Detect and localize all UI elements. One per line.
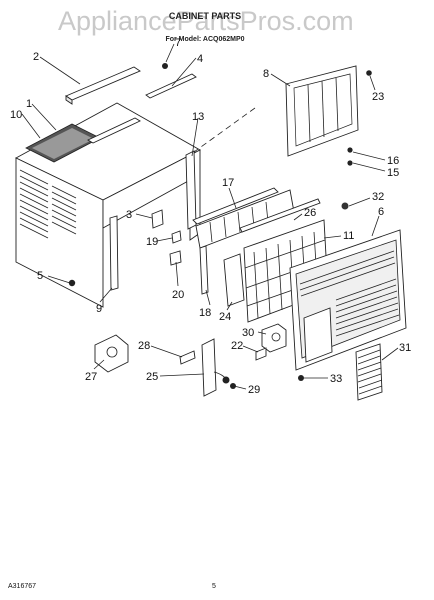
part-mounting-plate: [201, 338, 217, 397]
part-top-strip: [145, 73, 197, 99]
callout-29: 29: [248, 384, 260, 396]
callout-1: 1: [26, 98, 32, 110]
callout-28: 28: [138, 340, 150, 352]
part-bracket-15-16: [347, 147, 353, 166]
part-vertical-strip-18: [199, 245, 209, 295]
callout-5: 5: [37, 270, 43, 282]
part-screw-5: [68, 279, 76, 287]
part-cabinet-wrapper: [15, 102, 201, 308]
leader-lines: [21, 43, 399, 390]
part-front-grille: [289, 229, 407, 371]
callout-3: 3: [126, 209, 132, 221]
watermark: AppliancePartsPros.com: [58, 6, 354, 36]
callout-31: 31: [399, 342, 411, 354]
callout-19: 19: [146, 236, 158, 248]
callout-20: 20: [172, 289, 184, 301]
part-right-rail: [185, 150, 197, 230]
callout-16: 16: [387, 155, 399, 167]
part-clip-22: [255, 347, 267, 361]
callout-17: 17: [222, 177, 234, 189]
callout-23: 23: [372, 91, 384, 103]
callout-6: 6: [378, 206, 384, 218]
callout-10: 10: [10, 109, 22, 121]
callout-25: 25: [146, 371, 158, 383]
callout-33: 33: [330, 373, 342, 385]
part-screw-7: [162, 63, 168, 69]
callout-7: 7: [175, 37, 181, 49]
part-rear-frame: [285, 65, 359, 157]
footer-page-number: 5: [212, 583, 216, 590]
callout-labels: 2 7 4 1 10 13 8 23 16 15 17 32 6 26 11 3…: [10, 37, 411, 396]
callout-22: 22: [231, 340, 243, 352]
part-top-rail: [65, 66, 141, 105]
callout-11: 11: [343, 230, 354, 242]
part-tab-19: [171, 230, 182, 244]
part-clip-3: [151, 209, 164, 229]
callout-4: 4: [197, 53, 203, 65]
callout-32: 32: [372, 191, 384, 203]
part-strip-26: [239, 198, 321, 233]
callout-26: 26: [304, 207, 316, 219]
part-insulation-pad: [25, 117, 141, 163]
callout-18: 18: [199, 307, 211, 319]
part-control-bracket: [261, 323, 287, 353]
part-clip-28: [179, 350, 196, 365]
part-horizontal-strip-24: [223, 253, 245, 307]
part-screw-33: [298, 375, 304, 381]
part-knob-32: [341, 202, 349, 210]
diagram-subtitle: For Model: ACQ062MP0: [165, 36, 244, 43]
part-clip-20: [169, 250, 182, 266]
callout-13: 13: [192, 111, 204, 123]
callout-9: 9: [96, 303, 102, 315]
callout-15: 15: [387, 167, 399, 179]
callout-24: 24: [219, 311, 231, 323]
cabinet-louvers: [19, 169, 77, 239]
part-screw-23: [366, 70, 372, 76]
part-wiring-29: [213, 371, 236, 389]
part-insert-31: [355, 343, 383, 401]
footer-part-number: A316767: [8, 583, 36, 590]
callout-27: 27: [85, 371, 97, 383]
callout-30: 30: [242, 327, 254, 339]
part-motor-mount: [94, 334, 129, 373]
callout-8: 8: [263, 68, 269, 80]
diagram-title: CABINET PARTS: [169, 11, 241, 21]
callout-2: 2: [33, 51, 39, 63]
part-side-rail: [109, 215, 119, 291]
